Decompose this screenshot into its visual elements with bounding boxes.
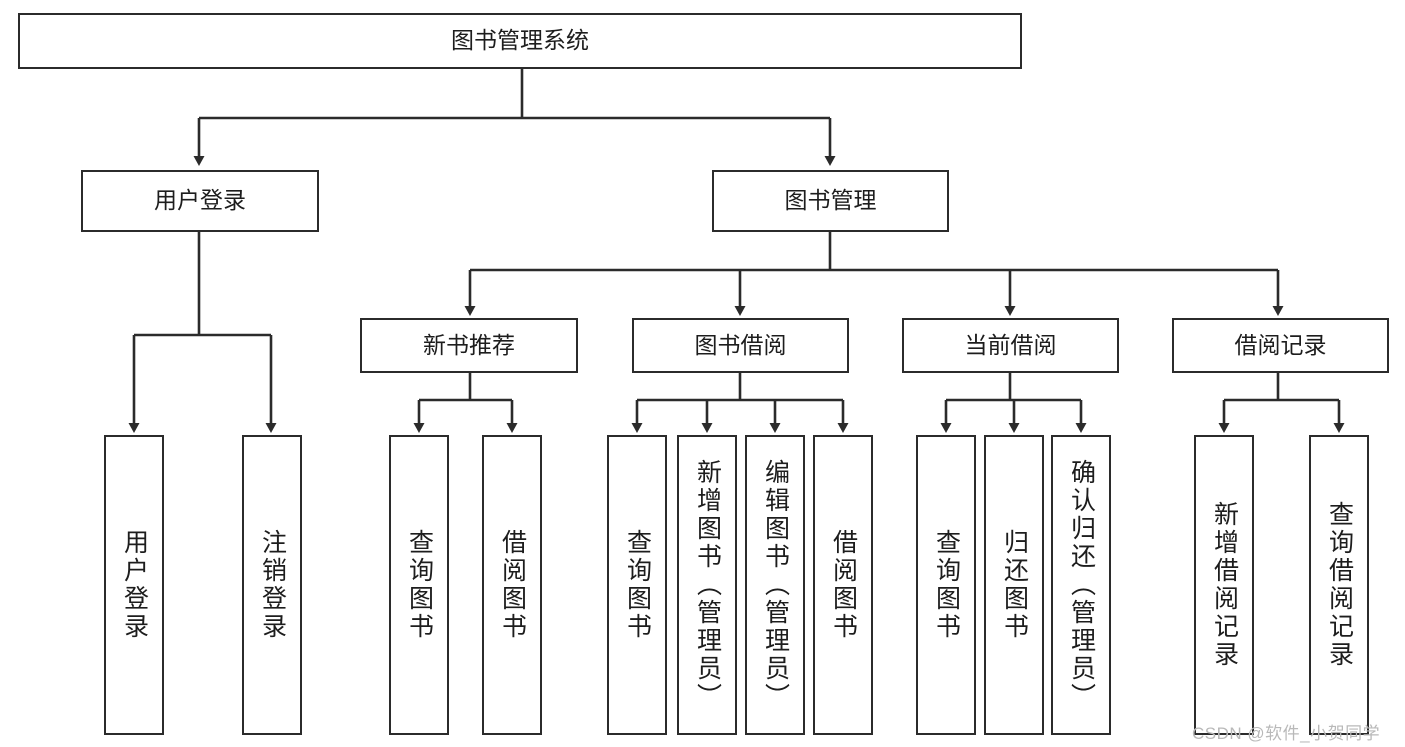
node-borrow-record[interactable]: 借阅记录: [1172, 318, 1389, 373]
node-leaf-query-book-3[interactable]: 查询图书: [916, 435, 976, 735]
node-leaf-logout-label: 注销登录: [258, 529, 287, 641]
node-leaf-query-book-3-label: 查询图书: [932, 529, 961, 641]
node-leaf-user-login[interactable]: 用户登录: [104, 435, 164, 735]
node-book-borrow[interactable]: 图书借阅: [632, 318, 849, 373]
node-current-borrow-label: 当前借阅: [964, 331, 1057, 358]
node-leaf-query-book-1-label: 查询图书: [405, 529, 434, 641]
node-leaf-query-record-label: 查询借阅记录: [1325, 501, 1354, 669]
node-current-borrow[interactable]: 当前借阅: [902, 318, 1119, 373]
node-user-login-label: 用户登录: [154, 187, 246, 214]
node-user-login[interactable]: 用户登录: [81, 170, 319, 232]
node-leaf-add-book-label: 新增图书（管理员）: [693, 459, 722, 711]
node-new-book-recommend-label: 新书推荐: [423, 331, 515, 358]
node-book-management-label: 图书管理: [784, 187, 877, 214]
node-book-management[interactable]: 图书管理: [712, 170, 949, 232]
node-leaf-logout[interactable]: 注销登录: [242, 435, 302, 735]
node-root-label: 图书管理系统: [451, 27, 589, 54]
node-leaf-borrow-book-1-label: 借阅图书: [498, 529, 527, 641]
node-book-borrow-label: 图书借阅: [694, 331, 787, 358]
node-leaf-confirm-return[interactable]: 确认归还（管理员）: [1051, 435, 1111, 735]
node-leaf-edit-book-label: 编辑图书（管理员）: [761, 459, 790, 711]
node-leaf-query-record[interactable]: 查询借阅记录: [1309, 435, 1369, 735]
node-leaf-borrow-book-1[interactable]: 借阅图书: [482, 435, 542, 735]
node-leaf-query-book-2-label: 查询图书: [623, 529, 652, 641]
node-leaf-query-book-1[interactable]: 查询图书: [389, 435, 449, 735]
node-leaf-add-record[interactable]: 新增借阅记录: [1194, 435, 1254, 735]
node-borrow-record-label: 借阅记录: [1234, 331, 1327, 358]
node-leaf-edit-book[interactable]: 编辑图书（管理员）: [745, 435, 805, 735]
node-leaf-borrow-book-2[interactable]: 借阅图书: [813, 435, 873, 735]
node-leaf-add-record-label: 新增借阅记录: [1210, 501, 1239, 669]
node-leaf-return-book-label: 归还图书: [1000, 529, 1029, 641]
node-root[interactable]: 图书管理系统: [18, 13, 1022, 69]
node-new-book-recommend[interactable]: 新书推荐: [360, 318, 578, 373]
csdn-watermark: CSDN @软件_小贺同学: [1192, 724, 1381, 743]
node-leaf-add-book[interactable]: 新增图书（管理员）: [677, 435, 737, 735]
node-leaf-confirm-return-label: 确认归还（管理员）: [1067, 459, 1096, 711]
node-leaf-borrow-book-2-label: 借阅图书: [829, 529, 858, 641]
node-leaf-user-login-label: 用户登录: [120, 529, 149, 641]
node-leaf-return-book[interactable]: 归还图书: [984, 435, 1044, 735]
node-leaf-query-book-2[interactable]: 查询图书: [607, 435, 667, 735]
